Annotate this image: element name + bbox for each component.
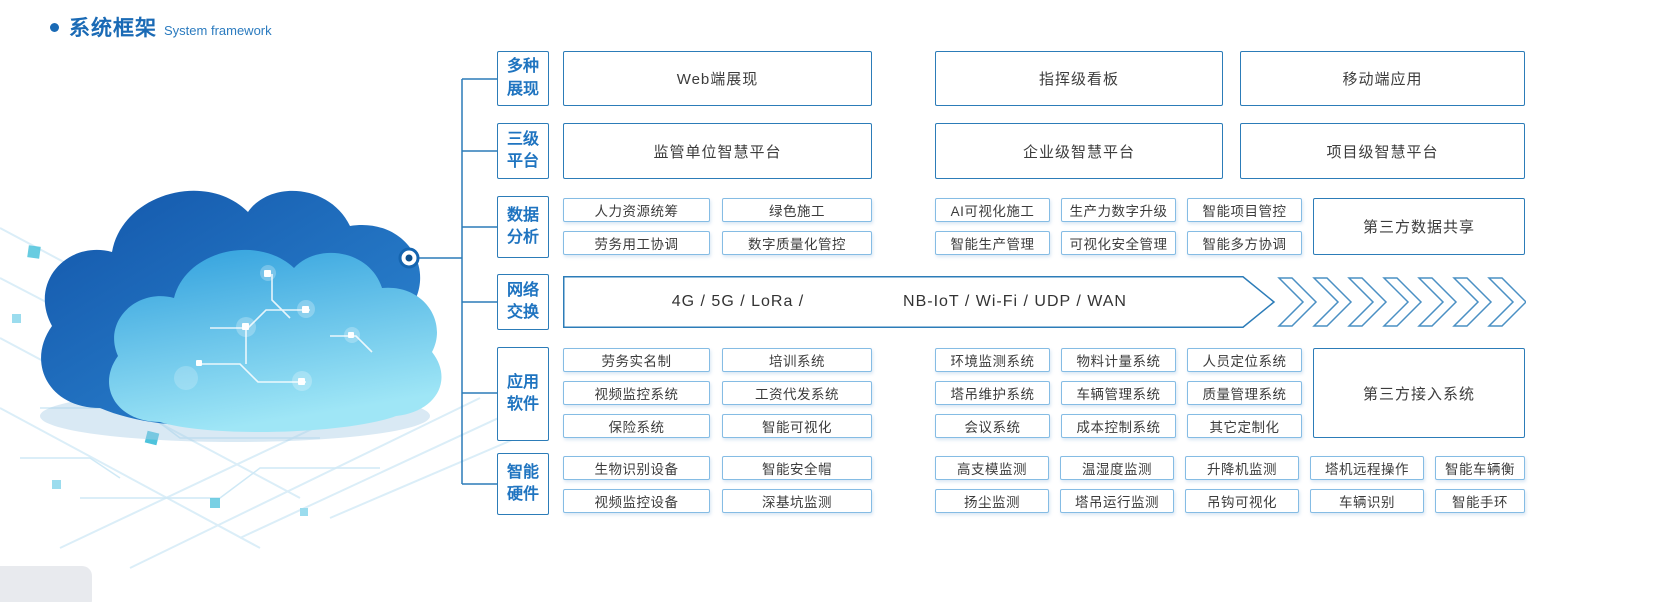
app-software-left-group: 劳务实名制 培训系统 视频监控系统 工资代发系统 保险系统 智能可视化: [563, 348, 872, 438]
item-box: 会议系统: [935, 414, 1050, 438]
scatter-squares: [12, 245, 308, 516]
item-box: 物料计量系统: [1061, 348, 1176, 372]
circuit-board-ground: [0, 227, 540, 569]
item-box: 环境监测系统: [935, 348, 1050, 372]
row-label-display: 多种展现: [497, 51, 549, 106]
item-box: 数字质量化管控: [722, 231, 872, 255]
cloud-front: [109, 249, 442, 433]
item-box: 人员定位系统: [1187, 348, 1302, 372]
item-box: 劳务实名制: [563, 348, 710, 372]
item-box: 生物识别设备: [563, 456, 710, 480]
item-box: 车辆识别: [1310, 489, 1424, 513]
item-box: 智能安全帽: [722, 456, 872, 480]
item-box: 升降机监测: [1185, 456, 1299, 480]
item-box: 绿色施工: [722, 198, 872, 222]
hub-dot: [398, 247, 420, 269]
item-box: 保险系统: [563, 414, 710, 438]
item-box: 智能项目管控: [1187, 198, 1302, 222]
item-box: 视频监控设备: [563, 489, 710, 513]
item-box: 智能车辆衡: [1435, 456, 1525, 480]
bullet-icon: [50, 22, 59, 32]
box-mobile-app: 移动端应用: [1240, 51, 1525, 106]
item-box: 高支模监测: [935, 456, 1049, 480]
item-box: 车辆管理系统: [1061, 381, 1176, 405]
network-protocols-left: 4G / 5G / LoRa /: [671, 293, 805, 310]
box-project-platform: 项目级智慧平台: [1240, 123, 1525, 179]
item-box: 可视化安全管理: [1061, 231, 1176, 255]
title-zh: 系统框架: [69, 17, 157, 40]
corner-decoration: [0, 566, 92, 602]
row-label-app-software: 应用软件: [497, 347, 549, 441]
smart-hardware-left-group: 生物识别设备 智能安全帽 视频监控设备 深基坑监测: [563, 456, 872, 513]
item-box: 智能可视化: [722, 414, 872, 438]
data-analysis-left-group: 人力资源统筹 绿色施工 劳务用工协调 数字质量化管控: [563, 198, 872, 255]
network-protocols-right: NB-IoT / Wi-Fi / UDP / WAN: [903, 293, 1127, 310]
network-arrow-band: [563, 276, 1526, 328]
title-en: System framework: [164, 23, 272, 38]
row-label-platform: 三级平台: [497, 123, 549, 179]
item-box: 生产力数字升级: [1061, 198, 1176, 222]
page-title: 系统框架 System framework: [50, 12, 272, 42]
item-box: 吊钩可视化: [1185, 489, 1299, 513]
item-box: 温湿度监测: [1060, 456, 1174, 480]
box-regulator-platform: 监管单位智慧平台: [563, 123, 872, 179]
app-software-mid-group: 环境监测系统 物料计量系统 人员定位系统 塔吊维护系统 车辆管理系统 质量管理系…: [935, 348, 1302, 438]
item-box: 智能多方协调: [1187, 231, 1302, 255]
chevron-icons: [1277, 277, 1526, 327]
box-third-party-data-share: 第三方数据共享: [1313, 198, 1525, 255]
item-box: 智能生产管理: [935, 231, 1050, 255]
item-box: 视频监控系统: [563, 381, 710, 405]
item-box: 培训系统: [722, 348, 872, 372]
cloud-illustration: [0, 190, 540, 569]
box-web-display: Web端展现: [563, 51, 872, 106]
item-box: 塔吊运行监测: [1060, 489, 1174, 513]
box-command-dashboard: 指挥级看板: [935, 51, 1223, 106]
row-label-data-analysis: 数据分析: [497, 196, 549, 258]
item-box: 塔吊维护系统: [935, 381, 1050, 405]
box-enterprise-platform: 企业级智慧平台: [935, 123, 1223, 179]
row-label-network: 网络交换: [497, 274, 549, 330]
smart-hardware-wide-group: 高支模监测 温湿度监测 升降机监测 塔机远程操作 智能车辆衡 扬尘监测 塔吊运行…: [935, 456, 1525, 513]
item-box: AI可视化施工: [935, 198, 1050, 222]
item-box: 塔机远程操作: [1310, 456, 1424, 480]
item-box: 智能手环: [1435, 489, 1525, 513]
item-box: 深基坑监测: [722, 489, 872, 513]
item-box: 劳务用工协调: [563, 231, 710, 255]
item-box: 工资代发系统: [722, 381, 872, 405]
item-box: 质量管理系统: [1187, 381, 1302, 405]
item-box: 其它定制化: [1187, 414, 1302, 438]
item-box: 扬尘监测: [935, 489, 1049, 513]
item-box: 成本控制系统: [1061, 414, 1176, 438]
data-analysis-mid-group: AI可视化施工 生产力数字升级 智能项目管控 智能生产管理 可视化安全管理 智能…: [935, 198, 1302, 255]
box-third-party-access: 第三方接入系统: [1313, 348, 1525, 438]
item-box: 人力资源统筹: [563, 198, 710, 222]
cloud-back: [41, 190, 433, 426]
cloud-glow-dots: [174, 265, 360, 391]
row-label-smart-hardware: 智能硬件: [497, 453, 549, 515]
cloud-circuit-traces: [200, 274, 373, 383]
